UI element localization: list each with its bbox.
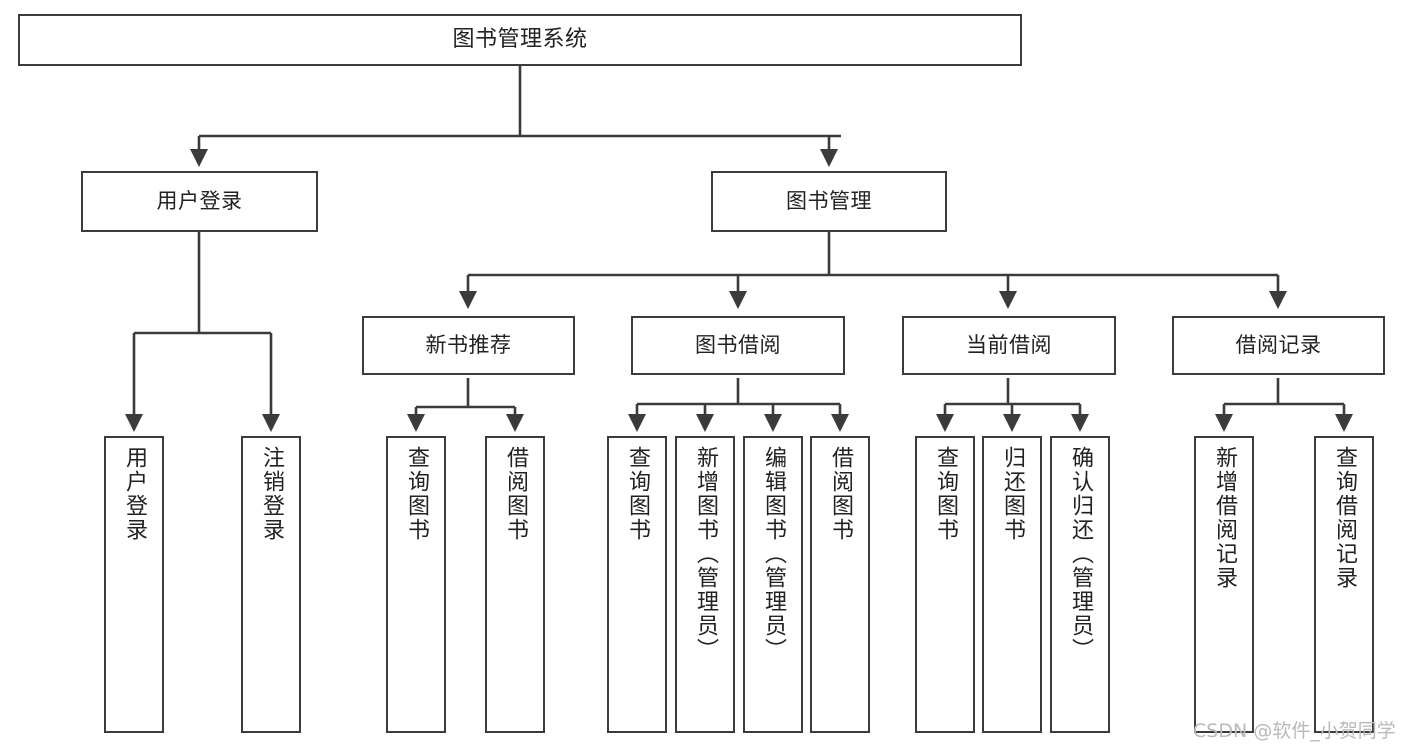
leaf-book-borrow-query-book[interactable]: 查询图书 (607, 436, 667, 733)
node-label: 借阅记录 (1235, 333, 1322, 358)
node-label: 查询借阅记录 (1332, 446, 1357, 590)
leaf-user-login-logout[interactable]: 注销登录 (241, 436, 301, 733)
node-label: 确认归还（管理员） (1068, 446, 1093, 662)
node-label: 新增图书（管理员） (693, 446, 718, 662)
leaf-current-borrow-return-book[interactable]: 归还图书 (982, 436, 1042, 733)
leaf-new-book-borrow-book[interactable]: 借阅图书 (485, 436, 545, 733)
node-label: 用户登录 (122, 446, 147, 542)
node-label: 查询图书 (933, 446, 958, 542)
node-label: 新书推荐 (425, 333, 512, 358)
node-label: 图书管理 (786, 189, 872, 214)
node-label: 借阅图书 (503, 446, 528, 542)
node-label: 图书管理系统 (452, 27, 588, 53)
node-book-borrow[interactable]: 图书借阅 (631, 316, 845, 375)
node-label: 查询图书 (625, 446, 650, 542)
node-user-login[interactable]: 用户登录 (81, 171, 318, 232)
leaf-user-login-login[interactable]: 用户登录 (104, 436, 164, 733)
leaf-current-borrow-query-book[interactable]: 查询图书 (915, 436, 975, 733)
node-label: 借阅图书 (828, 446, 853, 542)
node-label: 编辑图书（管理员） (761, 446, 786, 662)
node-label: 用户登录 (156, 189, 243, 214)
leaf-book-borrow-add-book-admin[interactable]: 新增图书（管理员） (675, 436, 735, 733)
node-label: 新增借阅记录 (1212, 446, 1237, 590)
leaf-current-borrow-confirm-return-admin[interactable]: 确认归还（管理员） (1050, 436, 1110, 733)
node-label: 查询图书 (404, 446, 429, 542)
node-label: 当前借阅 (966, 333, 1052, 358)
leaf-borrow-record-query-record[interactable]: 查询借阅记录 (1314, 436, 1374, 733)
node-root-book-management-system[interactable]: 图书管理系统 (18, 14, 1022, 66)
node-label: 图书借阅 (695, 333, 781, 358)
node-new-book-recommend[interactable]: 新书推荐 (362, 316, 575, 375)
leaf-book-borrow-borrow-book[interactable]: 借阅图书 (810, 436, 870, 733)
leaf-book-borrow-edit-book-admin[interactable]: 编辑图书（管理员） (743, 436, 803, 733)
node-label: 注销登录 (259, 446, 284, 542)
node-label: 归还图书 (1000, 446, 1025, 542)
node-borrow-record[interactable]: 借阅记录 (1172, 316, 1385, 375)
node-book-management[interactable]: 图书管理 (711, 171, 947, 232)
node-current-borrow[interactable]: 当前借阅 (902, 316, 1116, 375)
leaf-new-book-query-book[interactable]: 查询图书 (386, 436, 446, 733)
leaf-borrow-record-add-record[interactable]: 新增借阅记录 (1194, 436, 1254, 733)
csdn-watermark: CSDN @软件_小贺同学 (1193, 720, 1396, 742)
